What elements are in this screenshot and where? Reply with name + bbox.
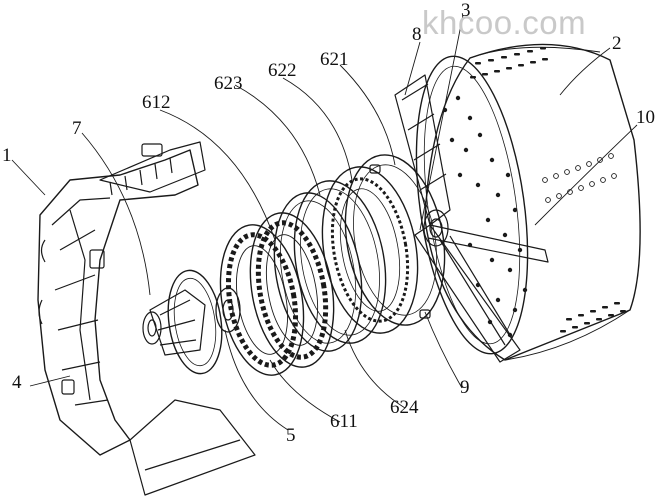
ring-623 — [273, 192, 363, 352]
bearing-5 — [215, 287, 241, 333]
ring-624 — [293, 180, 387, 344]
callout-621: 621 — [320, 49, 349, 70]
callout-624: 624 — [390, 397, 419, 418]
gear-612 — [249, 212, 335, 368]
drum-tub-part — [415, 43, 641, 361]
callout-1: 1 — [2, 145, 12, 166]
drum-slots — [470, 47, 626, 333]
leader-lines — [11, 14, 638, 431]
callout-9: 9 — [460, 377, 470, 398]
callout-4: 4 — [12, 372, 22, 393]
callout-7: 7 — [72, 118, 82, 139]
callout-612: 612 — [142, 92, 171, 113]
housing-frame-1 — [37, 141, 256, 496]
watermark-text: khcoo.com — [422, 4, 587, 41]
callout-5: 5 — [286, 425, 296, 446]
callout-623: 623 — [214, 73, 243, 94]
callout-2: 2 — [612, 33, 622, 54]
drum-side-holes — [542, 153, 617, 203]
hub-7 — [142, 269, 223, 375]
callout-611: 611 — [330, 411, 358, 432]
callout-3: 3 — [461, 0, 471, 21]
callout-10: 10 — [636, 107, 655, 128]
callout-8: 8 — [412, 24, 422, 45]
callout-622: 622 — [268, 60, 297, 81]
